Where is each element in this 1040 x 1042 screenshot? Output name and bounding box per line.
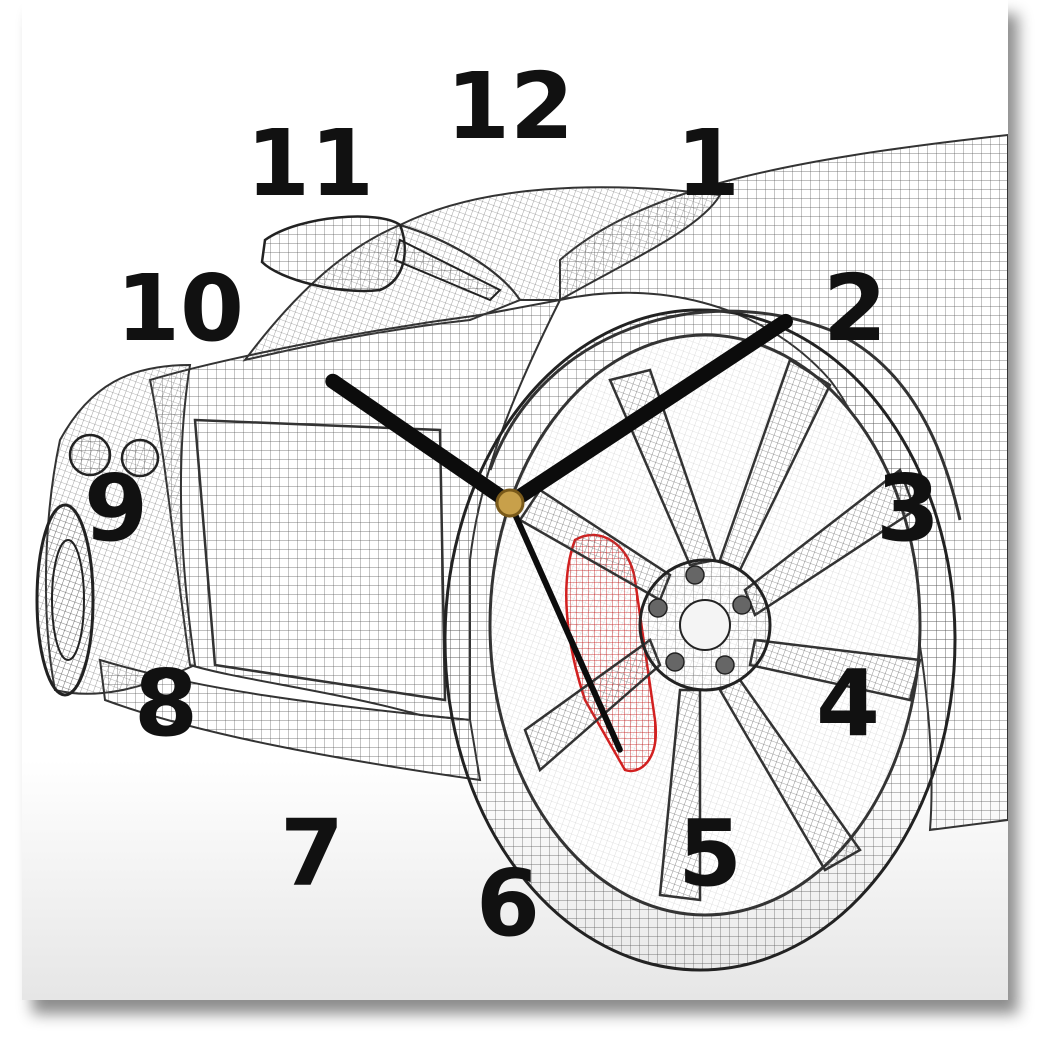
minute-hand (502, 313, 793, 511)
front-wheel (35, 503, 95, 697)
numeral-1: 1 (676, 110, 740, 217)
second-hand (507, 500, 623, 753)
car-side-mirror (260, 215, 407, 293)
numeral-7: 7 (280, 800, 344, 907)
numeral-3: 3 (876, 455, 940, 562)
numeral-5: 5 (678, 800, 742, 907)
numeral-10: 10 (116, 255, 244, 362)
numeral-4: 4 (816, 650, 880, 757)
lug-nuts (648, 565, 752, 675)
numeral-9: 9 (84, 455, 148, 562)
numeral-11: 11 (246, 110, 374, 217)
clock-numerals: 12 1 2 3 4 5 6 7 8 9 10 11 (84, 53, 940, 957)
clock-hands (325, 313, 793, 753)
numeral-6: 6 (476, 850, 540, 957)
numeral-2: 2 (823, 255, 887, 362)
numeral-8: 8 (134, 650, 198, 757)
hour-hand (325, 373, 518, 511)
center-pin (495, 488, 525, 518)
numeral-12: 12 (446, 53, 574, 160)
rim-spokes (518, 358, 922, 902)
